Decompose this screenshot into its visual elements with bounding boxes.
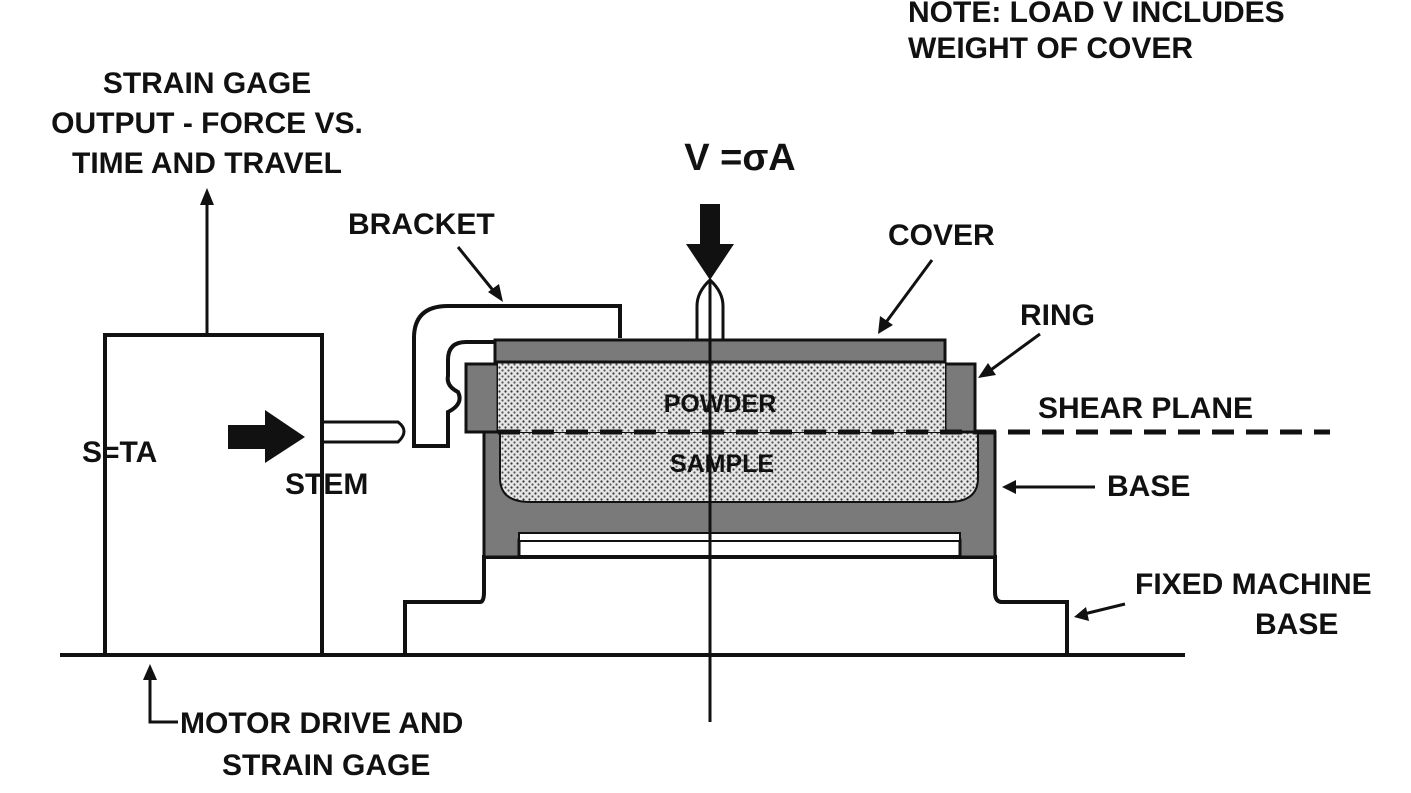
ring-powder [498,360,945,432]
cover-label: COVER [888,219,995,252]
base-gap [518,532,961,542]
fixed-base-pointer [1083,602,1126,616]
note-line2: WEIGHT OF COVER [908,32,1193,65]
strain-gage-line1: STRAIN GAGE [103,67,311,100]
base-cavity [499,431,979,503]
cover-plate [493,338,947,364]
drive-frame [103,333,324,655]
ring-pointer [987,332,1041,374]
stem-rod [322,420,406,444]
bracket-label: BRACKET [348,208,495,241]
motor-line1: MOTOR DRIVE AND [180,707,463,740]
motor-pointer-line [148,676,178,724]
shear-plane-label: SHEAR PLANE [1038,392,1253,425]
output-arrow-head [200,188,214,205]
load-equation: V =σA [684,137,796,179]
shear-force-label: S=TA [82,436,157,469]
note-line1: NOTE: LOAD V INCLUDES [908,0,1285,29]
fixed-base-line1: FIXED MACHINE [1135,568,1372,601]
load-arrow [686,204,734,280]
base-label: BASE [1107,470,1190,503]
fixed-base-pointer-head [1074,607,1089,621]
bracket-shape [412,304,622,448]
cover-pointer [882,259,934,326]
ring-pointer-head [978,363,996,378]
cover-pointer-head [878,316,893,334]
sample-label: SAMPLE [670,450,774,478]
powder-label: POWDER [664,390,777,418]
ring-right [943,362,977,434]
stem-label: STEM [285,468,368,501]
motor-line2: STRAIN GAGE [222,749,430,782]
strain-gage-line3: TIME AND TRAVEL [72,147,342,180]
ring-label: RING [1020,299,1095,332]
bracket-pointer [456,246,498,295]
motor-pointer-head [143,664,157,680]
base-pointer-head [1002,480,1016,494]
bracket-pointer-head [488,284,503,302]
fixed-base-line2: BASE [1255,608,1338,641]
shear-force-arrow [228,410,305,463]
strain-gage-line2: OUTPUT - FORCE VS. [51,107,363,140]
ring-left [464,362,500,434]
fixed-machine-base [403,555,1069,655]
